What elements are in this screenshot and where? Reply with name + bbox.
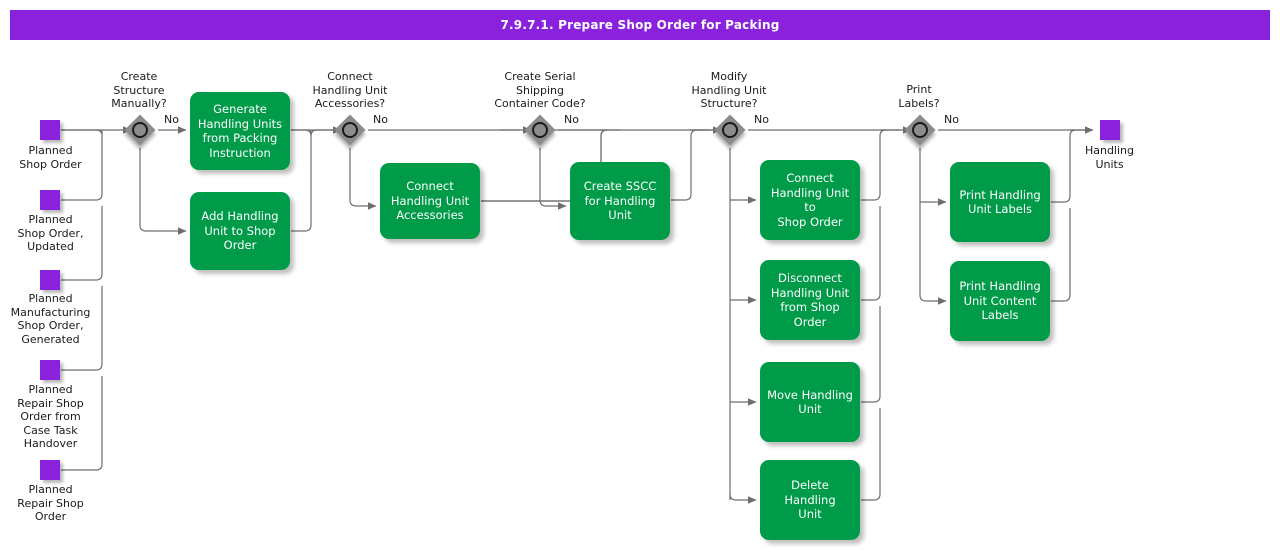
data-object-handling-units[interactable] [1100, 120, 1120, 140]
page-title: 7.9.7.1. Prepare Shop Order for Packing [500, 18, 780, 32]
decision-create-serial-shipping-container-code[interactable] [524, 114, 560, 150]
decision-modify-handling-unit-structure[interactable] [714, 114, 750, 150]
decision-label: Create Serial Shipping Container Code? [494, 70, 586, 110]
task-disconnect-handling-unit-from-shop-order[interactable]: Disconnect Handling Unit from Shop Order [760, 260, 860, 340]
data-object-planned-repair-shop-order-from-case-task-handover[interactable] [40, 360, 60, 380]
data-object-planned-shop-order[interactable] [40, 120, 60, 140]
task-connect-handling-unit-accessories[interactable]: Connect Handling Unit Accessories [380, 163, 480, 239]
decision-ring-icon [912, 122, 928, 138]
decision-ring-icon [532, 122, 548, 138]
task-connect-handling-unit-to-shop-order[interactable]: Connect Handling Unit to Shop Order [760, 160, 860, 240]
task-generate-handling-units-from-packing-instruction[interactable]: Generate Handling Units from Packing Ins… [190, 92, 290, 170]
data-object-label: Planned Manufacturing Shop Order, Genera… [10, 292, 91, 346]
edge-in1 [61, 129, 103, 137]
decision-ring-icon [722, 122, 738, 138]
decision-label: Create Structure Manually? [111, 70, 167, 110]
decision-label: Modify Handling Unit Structure? [691, 70, 767, 110]
task-create-sscc-for-handling-unit[interactable]: Create SSCC for Handling Unit [570, 162, 670, 240]
decision-create-structure-manually[interactable] [124, 114, 160, 150]
decision-label: Connect Handling Unit Accessories? [312, 70, 388, 110]
diagram-title-bar: 7.9.7.1. Prepare Shop Order for Packing [10, 10, 1270, 40]
data-object-label: Planned Shop Order [19, 144, 82, 171]
data-object-planned-repair-shop-order[interactable] [40, 460, 60, 480]
decision-connect-handling-unit-accessories[interactable] [334, 114, 370, 150]
edge-label-no: No [564, 113, 579, 126]
data-object-label: Handling Units [1084, 144, 1135, 171]
data-object-planned-manufacturing-shop-order-generated[interactable] [40, 270, 60, 290]
data-object-label: Planned Repair Shop Order [17, 483, 84, 523]
task-move-handling-unit[interactable]: Move Handling Unit [760, 362, 860, 442]
edge-label-no: No [373, 113, 388, 126]
decision-print-labels[interactable] [904, 114, 940, 150]
edge-label-no: No [944, 113, 959, 126]
decision-ring-icon [342, 122, 358, 138]
data-object-label: Planned Shop Order, Updated [17, 213, 84, 253]
task-print-handling-unit-labels[interactable]: Print Handling Unit Labels [950, 162, 1050, 242]
data-object-planned-shop-order-updated[interactable] [40, 190, 60, 210]
task-print-handling-unit-content-labels[interactable]: Print Handling Unit Content Labels [950, 261, 1050, 341]
edge-label-no: No [754, 113, 769, 126]
task-delete-handling-unit[interactable]: Delete Handling Unit [760, 460, 860, 540]
decision-label: Print Labels? [898, 83, 940, 110]
edge-label-no: No [164, 113, 179, 126]
data-object-label: Planned Repair Shop Order from Case Task… [17, 383, 84, 450]
decision-ring-icon [132, 122, 148, 138]
task-add-handling-unit-to-shop-order[interactable]: Add Handling Unit to Shop Order [190, 192, 290, 270]
